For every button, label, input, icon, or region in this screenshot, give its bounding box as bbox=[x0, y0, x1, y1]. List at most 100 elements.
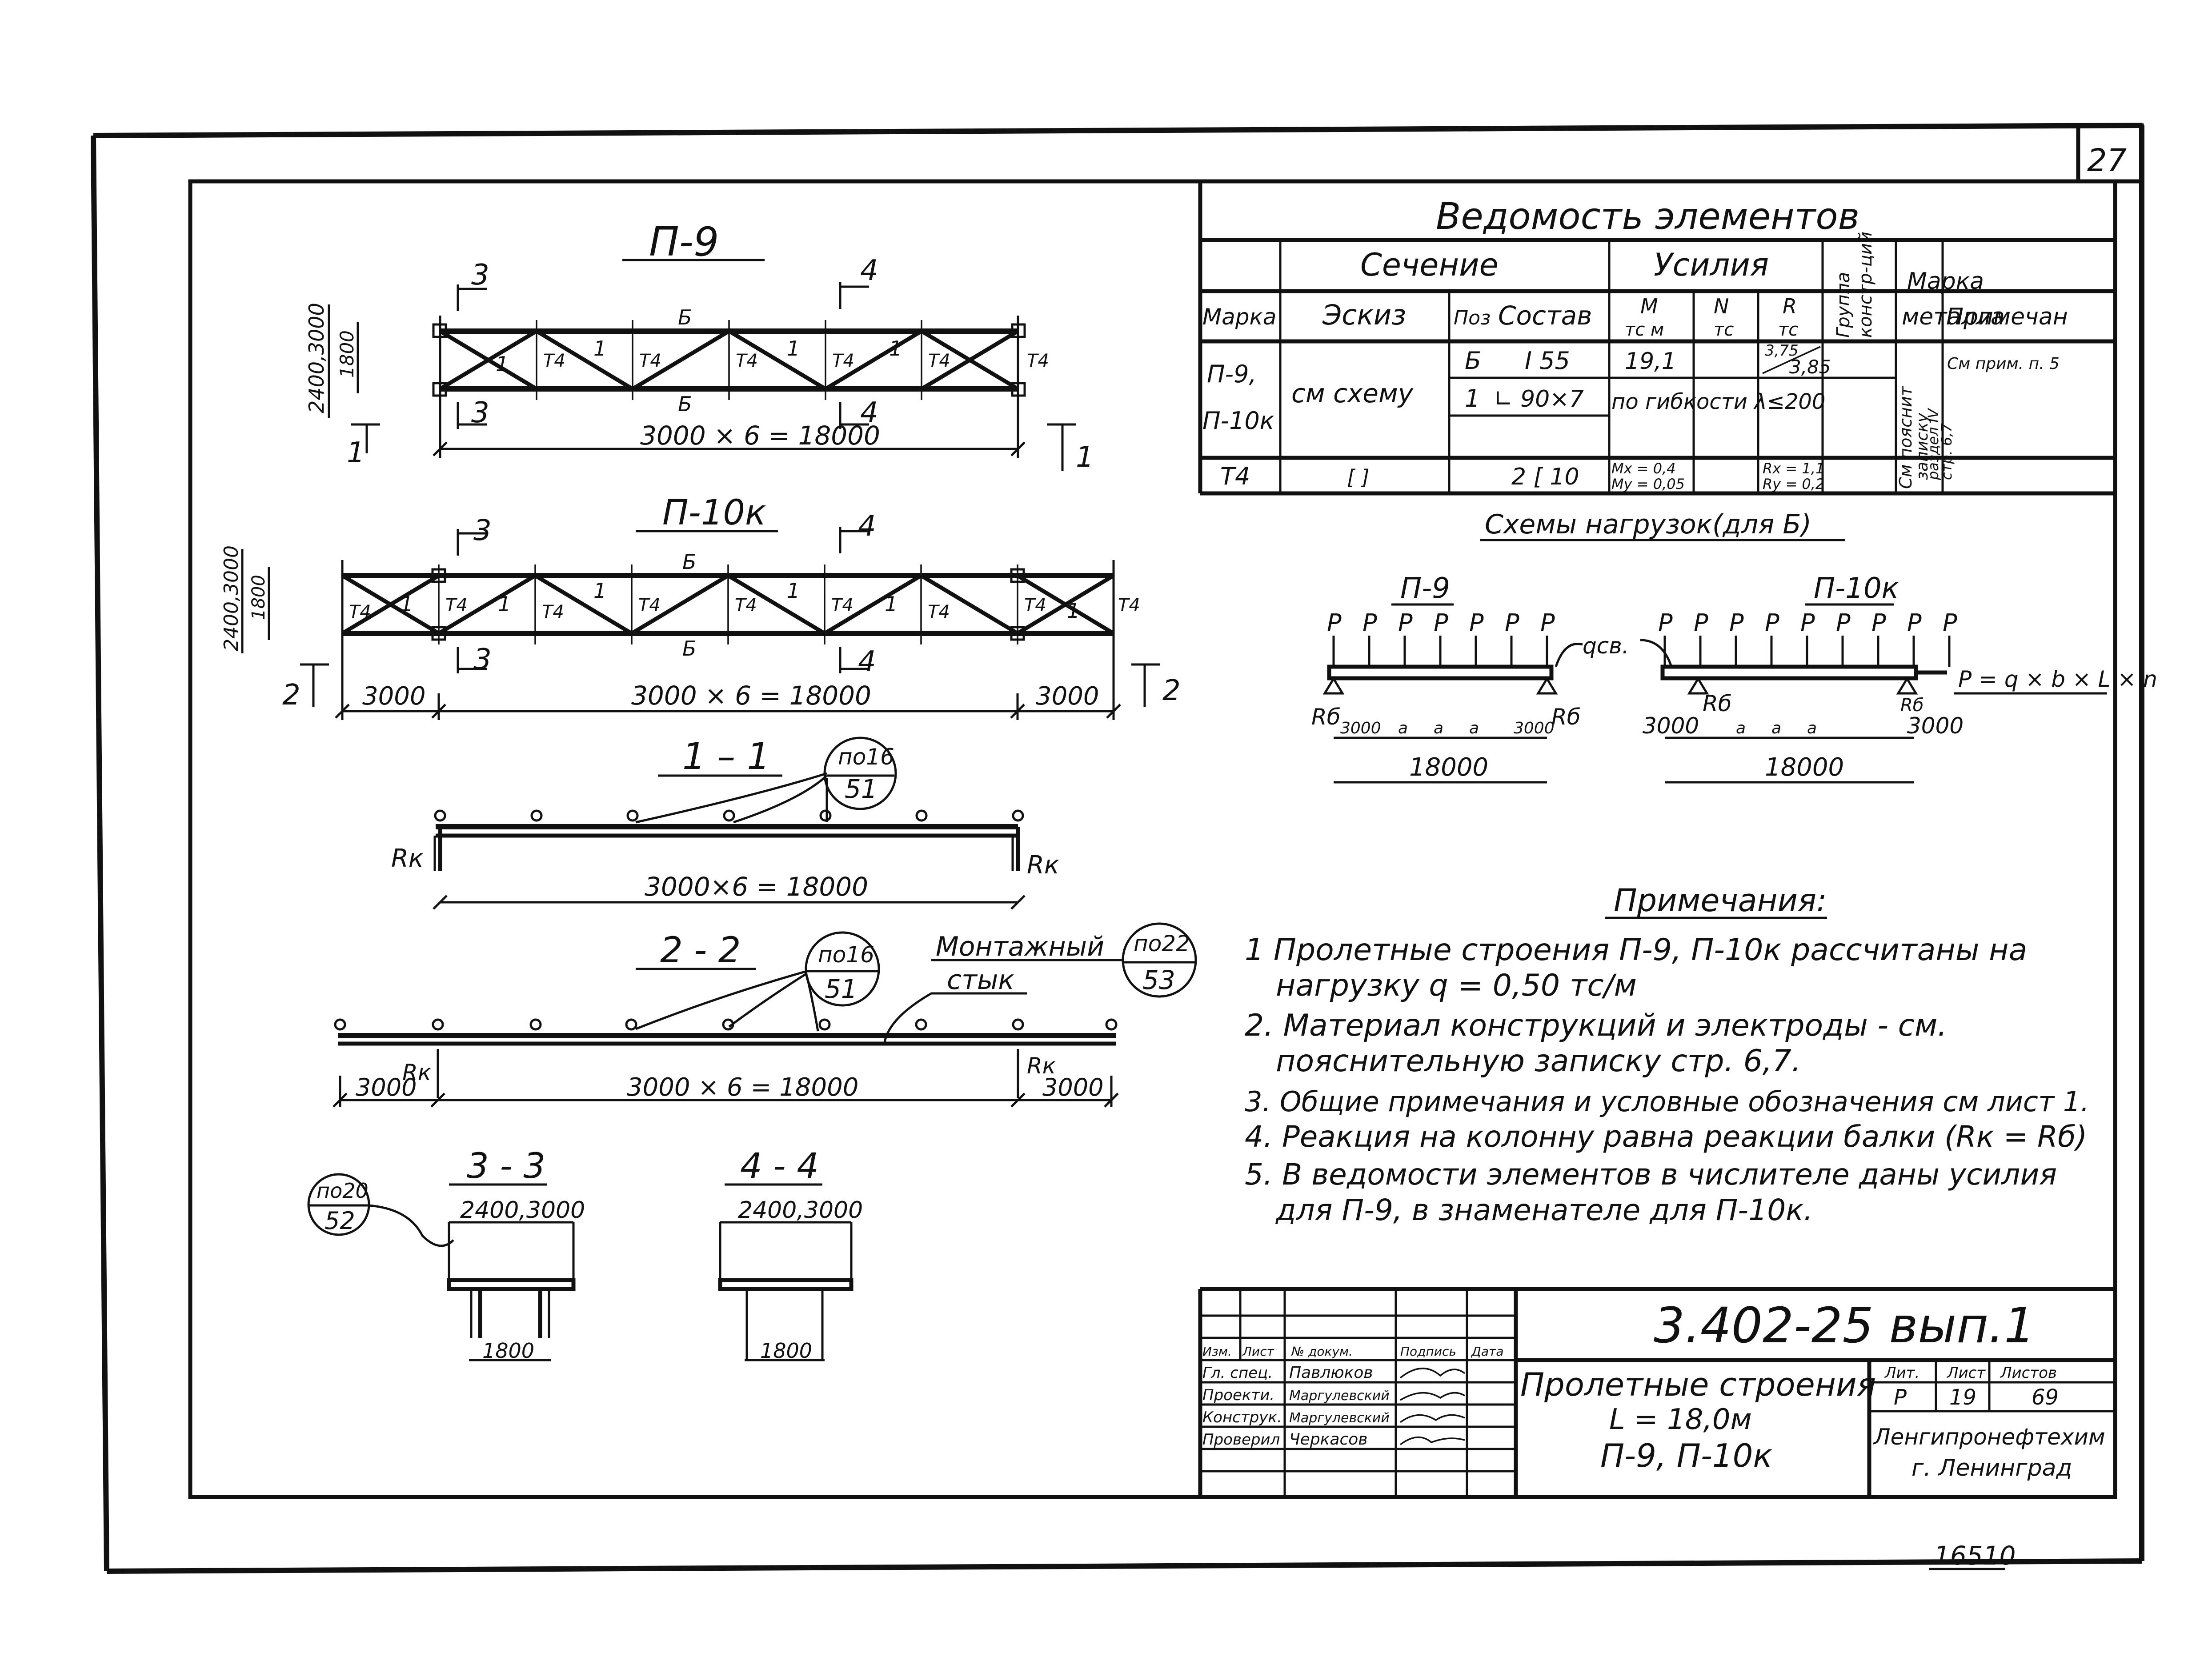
tb-hdr-3: № докум. bbox=[1290, 1344, 1353, 1359]
truss-p10k-span: 3000 × 6 = 18000 bbox=[631, 680, 871, 711]
tb-sheets: 69 bbox=[2032, 1385, 2059, 1410]
tb-hdr-4: Подпись bbox=[1400, 1344, 1456, 1359]
section-3-3-callout-bottom: 52 bbox=[325, 1207, 355, 1235]
section-4-4-dim-bottom: 1800 bbox=[760, 1339, 812, 1363]
table-col-composition: Состав bbox=[1498, 300, 1592, 331]
section-3-3-drawing: 3 - 3 по20 52 2400,3000 1800 bbox=[307, 1146, 585, 1363]
load-p: P bbox=[1836, 609, 1851, 637]
truss-p10k-post-mark: Т4 bbox=[831, 595, 854, 616]
tb-stage: Р bbox=[1894, 1385, 1907, 1410]
truss-p9-post-mark: Т4 bbox=[928, 351, 950, 371]
row1-sketch: см схему bbox=[1291, 378, 1414, 408]
section-2-2-end-dim: 3000 bbox=[1042, 1073, 1103, 1101]
inventory-number: 16510 bbox=[1934, 1541, 2016, 1571]
row1-mark-1: П-9, bbox=[1207, 360, 1257, 388]
load-p: P bbox=[1907, 609, 1922, 637]
row1-mark-2: П-10к bbox=[1202, 407, 1274, 435]
truss-p10k-section-mark: 2 bbox=[282, 679, 301, 712]
load-end-dim: 3000 bbox=[1514, 719, 1555, 737]
section-1-1-drawing: 1 – 1 Rк Rк по16 51 3000×6 = 18000 bbox=[391, 736, 1059, 910]
load-p: P bbox=[1505, 609, 1519, 637]
load-p: P bbox=[1871, 609, 1886, 637]
row1-pos: Б bbox=[1465, 347, 1481, 375]
truss-p9-section-mark: 3 bbox=[471, 396, 489, 429]
load-p: P bbox=[1469, 609, 1484, 637]
row1-r-top: 3,75 bbox=[1765, 342, 1799, 360]
section-2-2-reaction-left: Rк bbox=[402, 1060, 431, 1085]
grade-note-3: раздел IV bbox=[1925, 408, 1942, 480]
tb-name-3: Маргулевский bbox=[1289, 1410, 1390, 1426]
note-line-5: 3. Общие примечания и условные обозначен… bbox=[1245, 1085, 2089, 1118]
note-line-2: нагрузку q = 0,50 тс/м bbox=[1276, 968, 1637, 1003]
grade-note-4: стр. 6,7 bbox=[1938, 423, 1955, 480]
load-p: P bbox=[1765, 609, 1779, 637]
truss-p9-brace-mark: 1 bbox=[787, 336, 800, 360]
truss-p10k-end-dim: 3000 bbox=[362, 682, 426, 711]
row3-mark: Т4 bbox=[1220, 462, 1250, 490]
truss-p10k-brace-mark: 1 bbox=[593, 579, 606, 603]
load-p: P bbox=[1327, 609, 1342, 637]
section-3-3-dim-bottom: 1800 bbox=[482, 1339, 534, 1363]
truss-p10k-section-mark: 3 bbox=[473, 643, 492, 676]
load-p: P bbox=[1800, 609, 1815, 637]
load-formula: P = q × b × L × n bbox=[1958, 666, 2157, 692]
truss-p10k-end-dim: 3000 bbox=[1036, 682, 1099, 711]
row1-r-bottom: 3,85 bbox=[1789, 356, 1831, 378]
load-p: P bbox=[1540, 609, 1555, 637]
note-line-7: 5. В ведомости элементов в числителе дан… bbox=[1245, 1157, 2057, 1192]
load-left-title: П-9 bbox=[1400, 572, 1450, 605]
table-col-r-unit: тс bbox=[1778, 320, 1798, 340]
truss-p10k-chord-mark-top: Б bbox=[682, 550, 697, 574]
load-schemes-title: Схемы нагрузок(для Б) bbox=[1485, 509, 1811, 540]
tb-stage-label: Лит. bbox=[1884, 1364, 1919, 1382]
truss-p10k-inner-height: 1800 bbox=[248, 575, 269, 620]
doc-code: 3.402-25 вып.1 bbox=[1654, 1297, 2035, 1354]
row3-m-2: My = 0,05 bbox=[1611, 476, 1685, 492]
truss-p9-chord-mark-top: Б bbox=[678, 305, 692, 329]
section-1-1-reaction-right: Rк bbox=[1027, 851, 1059, 880]
load-p: P bbox=[1729, 609, 1744, 637]
notes-title: Примечания: bbox=[1614, 882, 1827, 919]
sheet-number-box bbox=[2076, 123, 2144, 184]
row3-r-1: Rx = 1,1 bbox=[1763, 460, 1824, 477]
section-1-1-title: 1 – 1 bbox=[682, 736, 770, 778]
truss-p9-inner-height: 1800 bbox=[336, 330, 358, 378]
load-right-title: П-10к bbox=[1814, 572, 1899, 605]
load-end-dim: 3000 bbox=[1340, 719, 1381, 737]
truss-p10k-drawing: П-10к 2400,3000 1800 300 bbox=[220, 493, 1181, 720]
notes: Примечания: 1 Пролетные строения П-9, П-… bbox=[1245, 882, 2089, 1227]
tb-name-line-3: П-9, П-10к bbox=[1600, 1437, 1772, 1474]
title-block: Изм. Лист № докум. Подпись Дата Гл. спец… bbox=[1198, 1287, 2115, 1497]
truss-p9-brace-mark: 1 bbox=[496, 352, 509, 376]
callout-po16-51-b bbox=[805, 931, 880, 1007]
table-col-group: Группа bbox=[1833, 272, 1854, 338]
section-2-2-joint-label-1: Монтажный bbox=[936, 931, 1104, 962]
table-col-m: M bbox=[1640, 294, 1658, 318]
tb-sheet: 19 bbox=[1949, 1385, 1976, 1410]
truss-p10k-brace-mark: 1 bbox=[1067, 599, 1080, 623]
section-2-2-callout-top: по16 bbox=[818, 942, 874, 968]
section-1-1-span: 3000×6 = 18000 bbox=[645, 872, 868, 902]
section-4-4-dim-top: 2400,3000 bbox=[738, 1197, 863, 1224]
table-col-r: R bbox=[1783, 294, 1797, 318]
load-p: P bbox=[1694, 609, 1708, 637]
tb-org-1: Ленгипронефтехим bbox=[1873, 1424, 2105, 1450]
truss-p9-brace-mark: 1 bbox=[889, 336, 902, 360]
tb-sheets-label: Листов bbox=[2000, 1364, 2057, 1382]
grade-note-1: См пояснит bbox=[1896, 385, 1915, 489]
load-reaction-left: Rб bbox=[1311, 704, 1341, 730]
tb-role-4: Проверил bbox=[1202, 1431, 1280, 1449]
tb-sheet-label: Лист bbox=[1946, 1364, 1986, 1382]
callout-po22-53 bbox=[1122, 922, 1197, 998]
tb-hdr-1: Изм. bbox=[1202, 1344, 1232, 1359]
tb-name-2: Маргулевский bbox=[1289, 1388, 1390, 1404]
table-col-grade-2: металла bbox=[1902, 304, 2005, 330]
truss-p9-section-mark: 3 bbox=[471, 259, 489, 292]
section-3-3-callout-top: по20 bbox=[317, 1179, 369, 1203]
truss-p9-section-mark: 4 bbox=[860, 254, 878, 287]
truss-p10k-brace-mark: 1 bbox=[787, 579, 800, 603]
tb-org-2: г. Ленинград bbox=[1911, 1455, 2072, 1481]
load-p: P bbox=[1362, 609, 1377, 637]
tb-role-1: Гл. спец. bbox=[1202, 1364, 1273, 1382]
section-1-1-reaction-left: Rк bbox=[391, 844, 424, 873]
